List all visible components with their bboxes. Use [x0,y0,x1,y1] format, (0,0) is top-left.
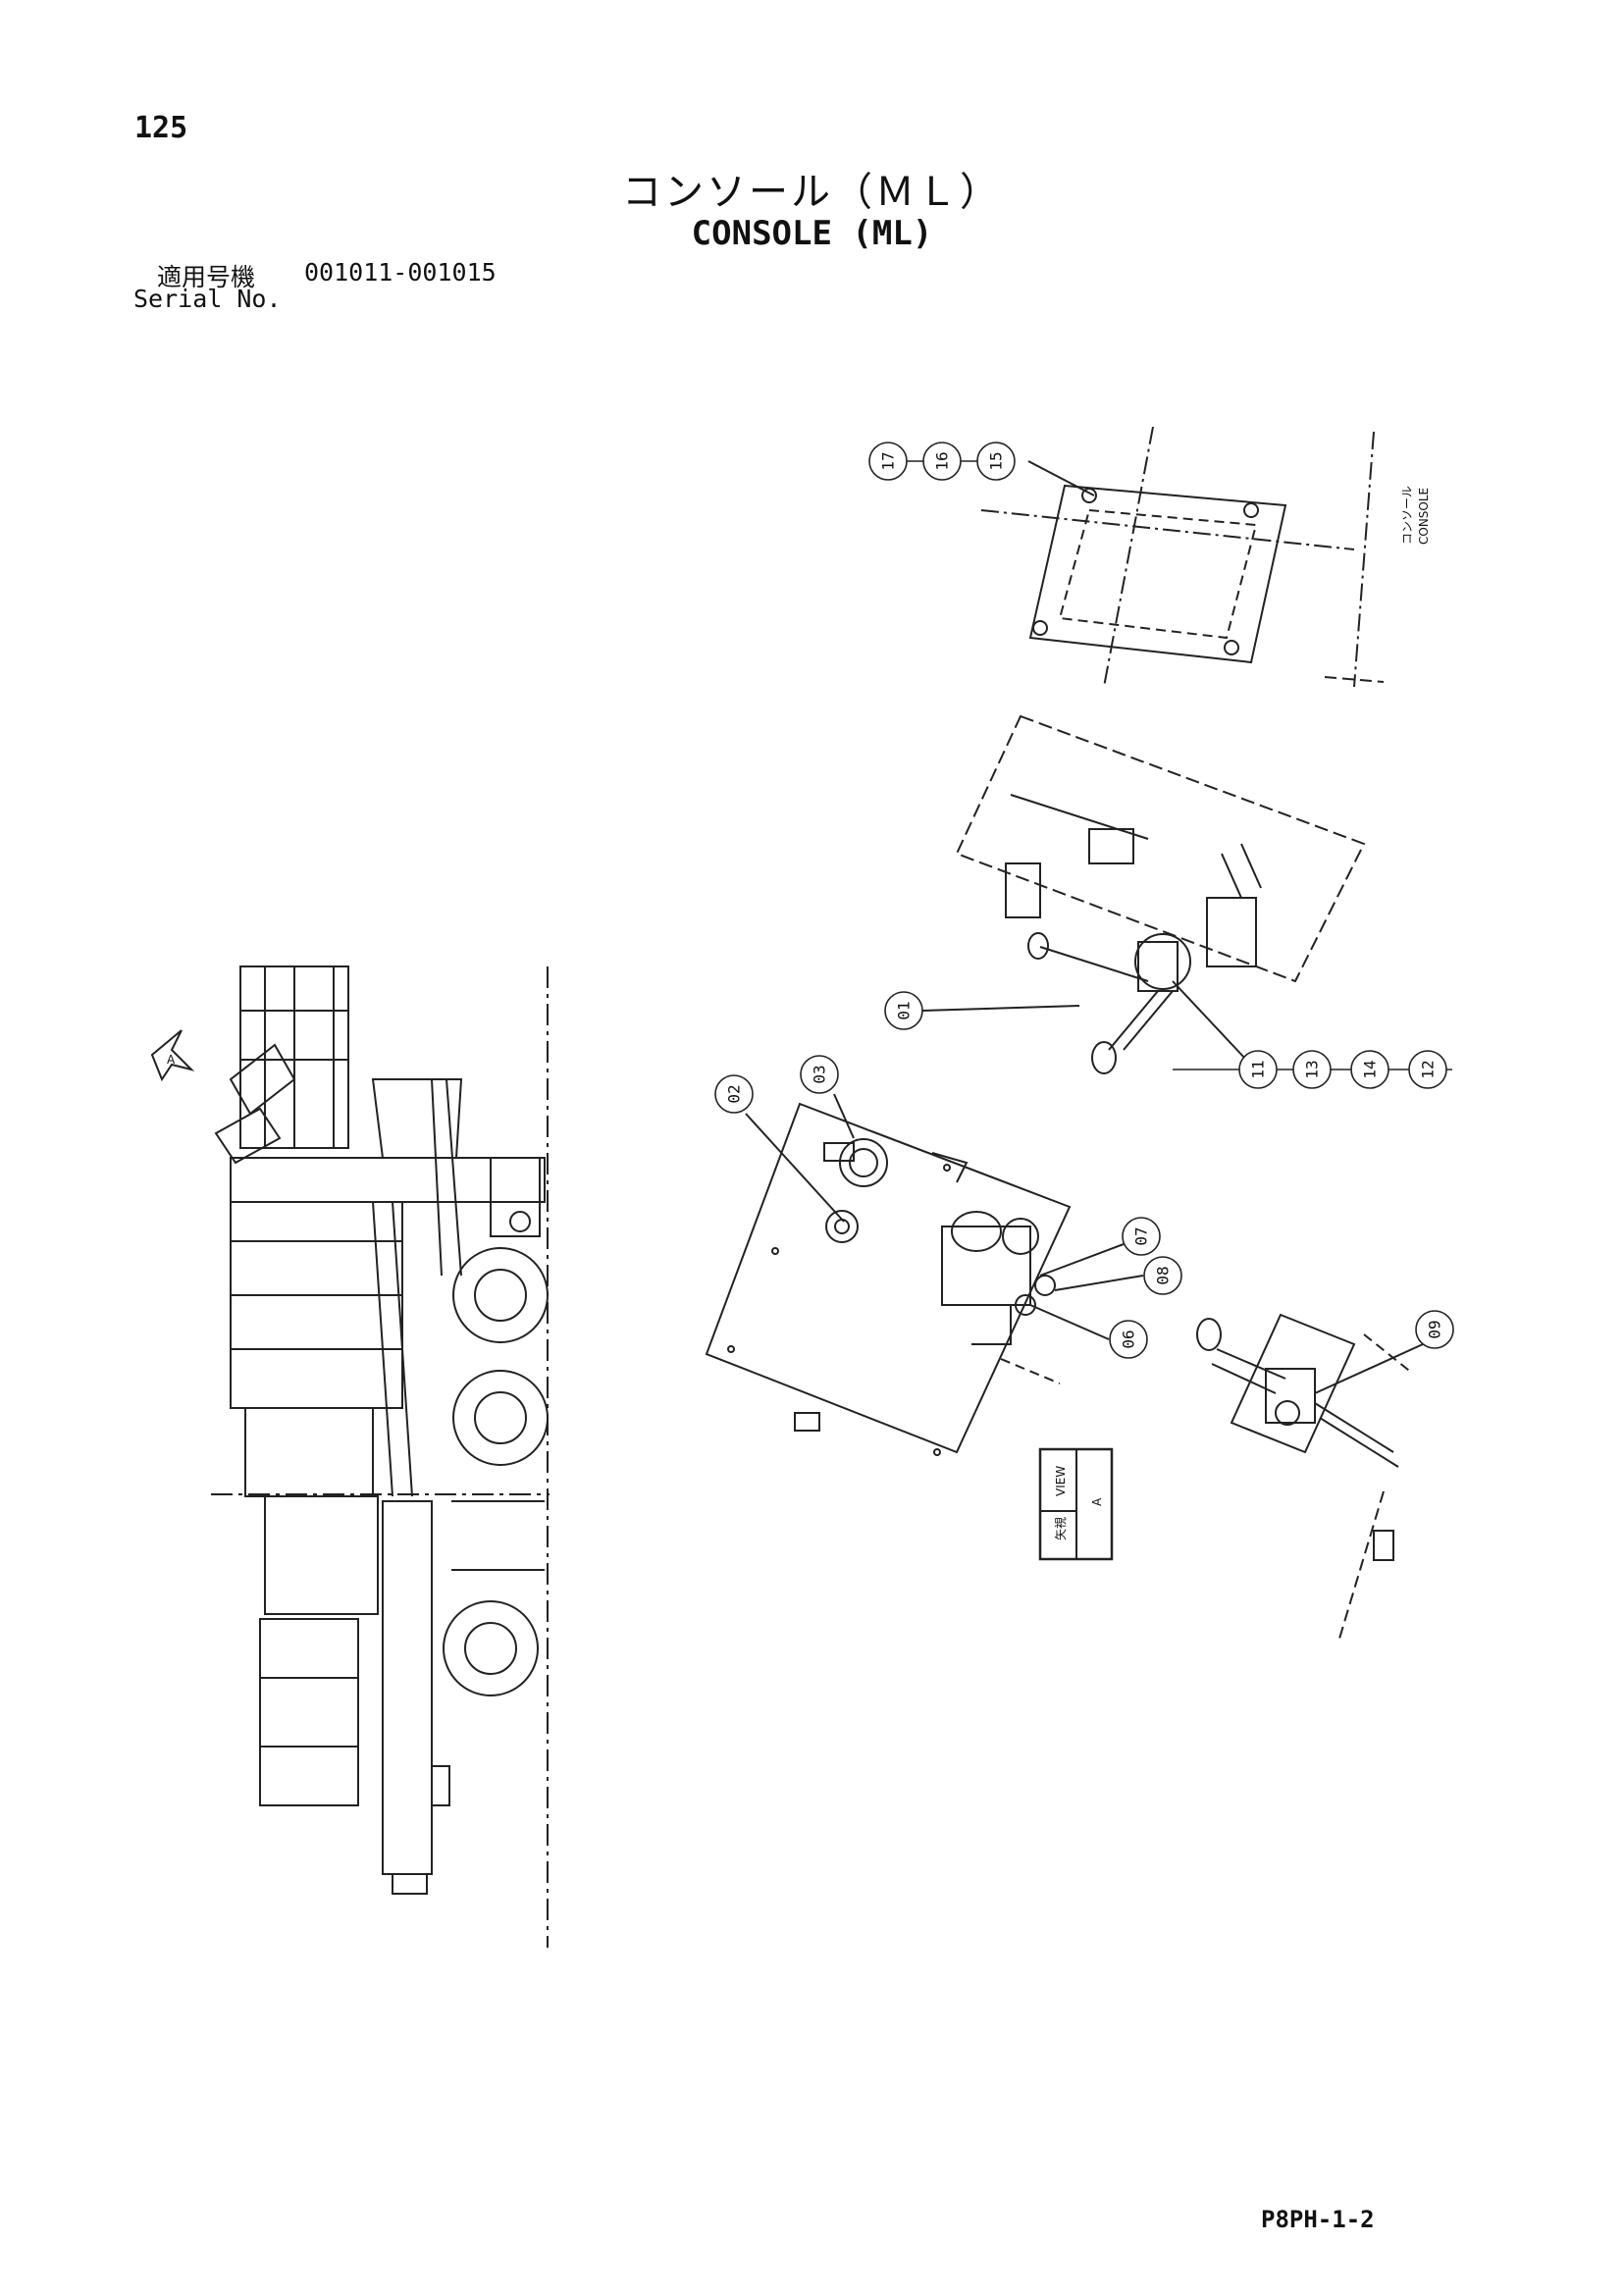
svg-text:16: 16 [933,451,952,470]
callout-12: 12 [1408,1050,1447,1089]
page-title-english: CONSOLE (ML) [691,214,933,253]
callout-17: 17 [868,442,908,481]
svg-text:15: 15 [987,451,1006,470]
view-box-english: VIEW [1054,1466,1068,1496]
callout-02: 02 [714,1074,754,1114]
view-a-box: 矢視 VIEW A [1038,1447,1114,1561]
console-label-english: CONSOLE [1417,488,1431,545]
serial-label-japanese: 適用号機 [157,263,256,291]
svg-text:02: 02 [725,1084,744,1103]
console-label-japanese: コンソール [1400,486,1414,545]
console-middle-assembly [921,714,1366,1074]
callout-09: 09 [1415,1310,1454,1349]
callout-11: 11 [1238,1050,1278,1089]
callout-03: 03 [800,1055,839,1094]
console-lower-panel [705,1093,1144,1456]
callout-01: 01 [884,991,923,1030]
lever-assembly [1196,1313,1424,1640]
svg-text:11: 11 [1249,1060,1268,1078]
svg-text:09: 09 [1426,1320,1444,1338]
callout-15: 15 [976,442,1016,481]
crane-side-view: A [150,965,550,1948]
svg-text:14: 14 [1361,1060,1380,1078]
svg-text:08: 08 [1154,1266,1173,1284]
svg-text:07: 07 [1132,1226,1151,1245]
svg-text:12: 12 [1419,1060,1438,1078]
callout-08: 08 [1143,1256,1182,1295]
callout-13: 13 [1292,1050,1332,1089]
svg-text:06: 06 [1120,1330,1138,1348]
callout-06: 06 [1109,1320,1148,1359]
serial-label-english: Serial No. [133,285,282,313]
serial-number-range: 001011-001015 [304,258,497,287]
part-callouts: 17 16 15 01 11 13 14 12 02 03 07 08 06 0… [714,442,1454,1359]
page-number: 125 [134,111,188,145]
svg-text:03: 03 [811,1065,829,1083]
svg-text:01: 01 [895,1001,914,1019]
console-top-view: コンソール CONSOLE [980,426,1431,688]
callout-14: 14 [1350,1050,1389,1089]
view-arrow-label: A [167,1053,176,1067]
drawing-code: P8PH-1-2 [1261,2206,1375,2233]
page-title-japanese: コンソール（ＭＬ） [622,170,1002,215]
svg-text:17: 17 [879,451,898,470]
callout-16: 16 [922,442,962,481]
view-box-letter: A [1090,1497,1104,1506]
svg-text:13: 13 [1303,1060,1322,1078]
callout-07: 07 [1122,1217,1161,1256]
view-box-japanese: 矢視 [1053,1517,1068,1540]
